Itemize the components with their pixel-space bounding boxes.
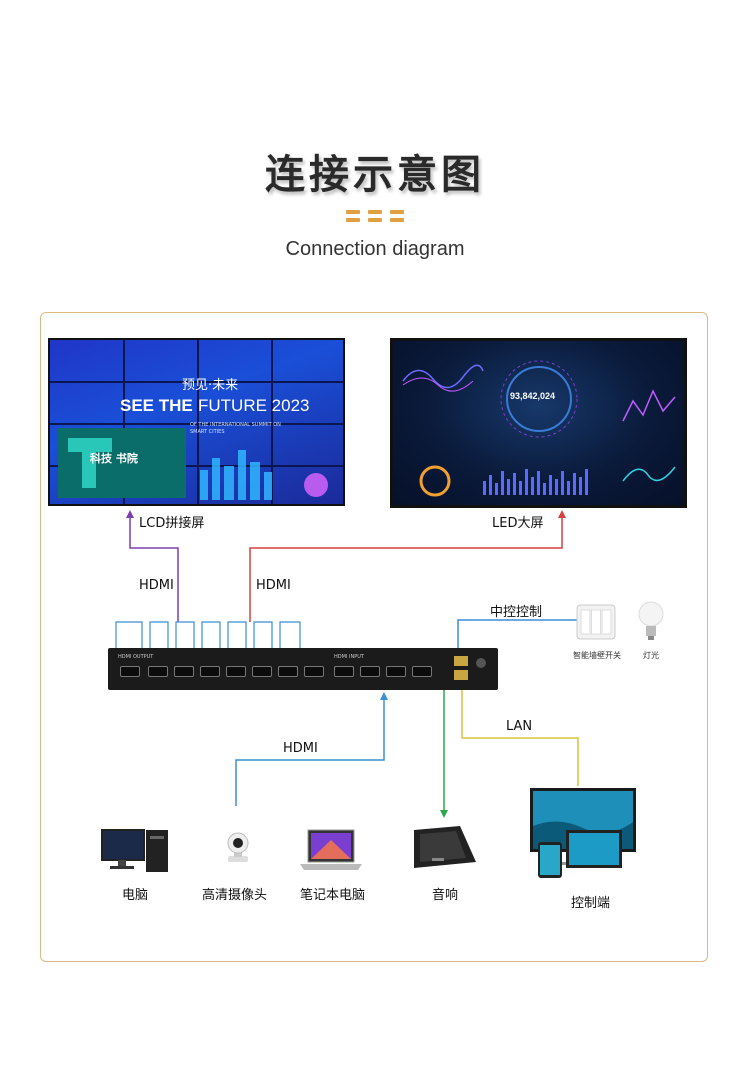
power-connector <box>476 658 486 668</box>
input-panel-label: HDMI INPUT <box>334 654 364 660</box>
rs232-port <box>454 670 468 680</box>
hdmi-out-port <box>278 666 298 677</box>
light-label: 灯光 <box>643 651 659 660</box>
diagram-frame <box>40 312 708 962</box>
lcd-subtext-2: SMART CITIES <box>190 429 225 435</box>
hdmi-out-port <box>120 666 140 677</box>
title-divider <box>346 210 404 224</box>
hdmi-out-port <box>148 666 168 677</box>
speaker-icon <box>414 826 476 868</box>
speaker-label: 音响 <box>432 888 459 903</box>
hdmi-out-port <box>252 666 272 677</box>
lcd-logo-text: 科技 书院 <box>90 452 138 465</box>
desktop-pc-icon <box>101 829 168 872</box>
hdmi-in-port <box>334 666 354 677</box>
hdmi-bottom-label: HDMI <box>283 741 318 756</box>
lcd-video-wall: 预见·未来 SEE THE FUTURE 2023 OF THE INTERNA… <box>48 338 345 506</box>
control-terminal-icon <box>530 788 636 878</box>
led-dashboard <box>402 360 676 497</box>
hdmi-out-port <box>226 666 246 677</box>
lan-port <box>454 656 468 666</box>
hdmi-left-label: HDMI <box>139 578 174 593</box>
lcd-subtext-1: OF THE INTERNATIONAL SUMMIT ON <box>190 422 281 428</box>
control-terminal-label: 控制端 <box>571 896 611 911</box>
hdmi-right-label: HDMI <box>256 578 291 593</box>
smart-switch-icon <box>576 604 616 640</box>
smart-switch-label: 智能墙壁开关 <box>573 651 621 660</box>
laptop-label: 笔记本电脑 <box>300 888 366 903</box>
lan-label: LAN <box>506 719 533 734</box>
hdmi-out-port <box>200 666 220 677</box>
camera-label: 高清摄像头 <box>202 888 268 903</box>
light-bulb-icon <box>638 601 664 640</box>
matrix-switcher: HDMI OUTPUT HDMI INPUT <box>108 648 498 690</box>
lcd-label: LCD拼接屏 <box>139 516 205 531</box>
hdmi-in-port <box>412 666 432 677</box>
lcd-grid <box>50 340 343 504</box>
lcd-headline-en-rest: FUTURE 2023 <box>198 396 310 415</box>
pc-label: 电脑 <box>122 888 149 903</box>
lcd-headline-cn: 预见·未来 <box>182 378 239 393</box>
hdmi-in-port <box>386 666 406 677</box>
page-subtitle: Connection diagram <box>285 238 465 260</box>
central-control-label: 中控控制 <box>490 605 543 620</box>
led-big-number: 93,842,024 <box>510 391 556 401</box>
laptop-icon <box>300 829 362 870</box>
led-label: LED大屏 <box>492 516 544 531</box>
lcd-headline-en-bold: SEE THE <box>120 396 193 415</box>
led-screen: 93,842,024 <box>390 338 687 508</box>
hdmi-out-port <box>174 666 194 677</box>
hdmi-in-port <box>360 666 380 677</box>
output-panel-label: HDMI OUTPUT <box>118 654 154 660</box>
page-title: 连接示意图 <box>265 152 485 198</box>
hdmi-out-port <box>304 666 324 677</box>
camera-icon <box>227 832 249 862</box>
